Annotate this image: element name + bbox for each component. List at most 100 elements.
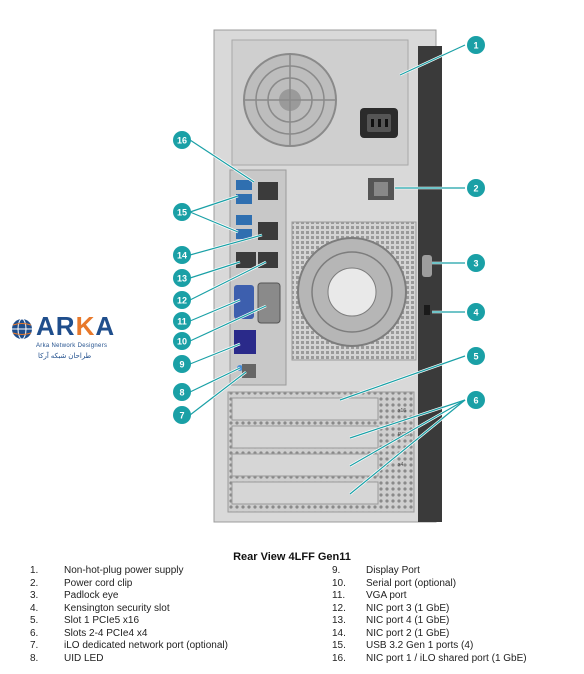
logo-subtitle-fa: طراحان شبکه آرکا — [38, 353, 92, 360]
svg-text:13: 13 — [177, 274, 187, 284]
legend-text: USB 3.2 Gen 1 ports (4) — [366, 640, 474, 651]
legend-number: 7. — [30, 640, 39, 651]
svg-text:3: 3 — [473, 259, 478, 269]
legend-text: NIC port 2 (1 GbE) — [366, 627, 450, 639]
usb-port — [236, 180, 252, 190]
callout-10: 10 — [173, 332, 191, 350]
legend-number: 16. — [332, 652, 346, 664]
svg-text:8: 8 — [179, 388, 184, 398]
svg-text:14: 14 — [177, 251, 187, 261]
svg-text:4: 4 — [473, 308, 478, 318]
legend-number: 6. — [30, 627, 39, 639]
serial-port — [257, 282, 281, 324]
diagram-caption: Rear View 4LFF Gen11 — [233, 551, 351, 563]
legend-text: NIC port 3 (1 GbE) — [366, 602, 450, 614]
svg-text:6: 6 — [473, 396, 478, 406]
legend-item: 13. NIC port 4 (1 GbE) — [332, 615, 527, 628]
slot-cover-3 — [231, 453, 379, 477]
callout-leader-lines — [189, 44, 466, 495]
usb-port — [236, 194, 252, 204]
legend-text: Kensington security slot — [64, 602, 170, 614]
callout-6: 6 — [467, 391, 485, 409]
callout-2: 2 — [467, 179, 485, 197]
nic-port-2 — [258, 222, 278, 240]
callout-11: 11 — [173, 312, 191, 330]
legend-text: Display Port — [366, 565, 420, 576]
legend-text: UID LED — [64, 652, 104, 664]
legend-item: 11.VGA port — [332, 590, 527, 603]
callout-1: 1 — [467, 36, 485, 54]
callout-7: 7 — [173, 406, 191, 424]
chassis: x16 PCIe x4 — [213, 29, 442, 523]
callout-5: 5 — [467, 347, 485, 365]
legend-item: 9. Display Port — [332, 565, 527, 578]
legend-item: 14. NIC port 2 (1 GbE) — [332, 628, 527, 641]
padlock-eye — [422, 255, 432, 277]
legend-text: Slot 1 PCIe5 x16 — [64, 615, 140, 626]
callout-4: 4 — [467, 303, 485, 321]
legend-number: 4. — [30, 602, 39, 614]
legend-item: 7. iLO dedicated network port (optional) — [30, 640, 228, 653]
legend-text: Non-hot-plug power supply — [64, 565, 184, 576]
legend-item: 6. Slots 2-4 PCIe4 x4 — [30, 628, 228, 641]
legend-number: 15. — [332, 640, 346, 651]
callout-15: 15 — [173, 203, 191, 221]
callout-9: 9 — [173, 355, 191, 373]
legend-item: 4. Kensington security slot — [30, 603, 228, 616]
callout-12: 12 — [173, 291, 191, 309]
legend-number: 11. — [332, 590, 346, 601]
legend-text: NIC port 4 (1 GbE) — [366, 615, 450, 626]
legend-left: 1. Non-hot-plug power supply 2.Power cord … — [30, 565, 228, 665]
slot-cover-4 — [231, 481, 379, 505]
legend-text: NIC port 1 / iLO shared port (1 GbE) — [366, 652, 527, 664]
display-port — [234, 330, 256, 354]
callout-3: 3 — [467, 254, 485, 272]
slot-cover-2 — [231, 425, 379, 449]
usb-port — [236, 215, 252, 225]
legend-item: 2.Power cord clip — [30, 578, 228, 591]
svg-text:16: 16 — [177, 136, 187, 146]
legend-item: 8. UID LED — [30, 653, 228, 666]
side-panel — [418, 46, 442, 522]
legend-item: 1. Non-hot-plug power supply — [30, 565, 228, 578]
legend-item: 16. NIC port 1 / iLO shared port (1 GbE) — [332, 653, 527, 666]
legend-item: 5. Slot 1 PCIe5 x16 — [30, 615, 228, 628]
logo-subtitle: Arka Network Designers — [36, 343, 108, 349]
legend-number: 14. — [332, 627, 346, 639]
kensington-slot — [424, 305, 430, 315]
svg-text:7: 7 — [179, 411, 184, 421]
vga-port — [234, 285, 254, 319]
callout-14: 14 — [173, 246, 191, 264]
legend-text: Padlock eye — [64, 590, 119, 601]
svg-text:9: 9 — [179, 360, 184, 370]
server-rear-diagram: x16 PCIe x4 — [173, 29, 485, 523]
legend-number: 3. — [30, 590, 39, 601]
svg-text:1: 1 — [473, 41, 478, 51]
legend-item: 10. Serial port (optional) — [332, 578, 527, 591]
globe-icon — [12, 318, 32, 340]
nic-port-4 — [236, 252, 256, 268]
callout-13: 13 — [173, 269, 191, 287]
legend-number: 8. — [30, 652, 39, 664]
slot-label-x4: x4 — [398, 462, 404, 468]
legend-text: Serial port (optional) — [366, 577, 457, 589]
legend-text: Slots 2-4 PCIe4 x4 — [64, 627, 148, 639]
legend-number: 13. — [332, 615, 346, 626]
legend-item: 15. USB 3.2 Gen 1 ports (4) — [332, 640, 527, 653]
ilo-port — [242, 364, 256, 378]
legend-number: 1. — [30, 565, 39, 576]
legend-number: 9. — [332, 565, 341, 576]
svg-text:2: 2 — [473, 184, 478, 194]
legend-number: 10. — [332, 577, 346, 589]
nic-port-1 — [258, 182, 278, 200]
callout-8: 8 — [173, 383, 191, 401]
legend-text: Power cord clip — [64, 577, 133, 589]
svg-text:5: 5 — [473, 352, 478, 362]
legend-item: 3. Padlock eye — [30, 590, 228, 603]
legend-number: 5. — [30, 615, 39, 626]
usb-port — [236, 229, 252, 239]
legend-text: iLO dedicated network port (optional) — [64, 640, 228, 651]
svg-text:15: 15 — [177, 208, 187, 218]
svg-text:10: 10 — [177, 337, 187, 347]
